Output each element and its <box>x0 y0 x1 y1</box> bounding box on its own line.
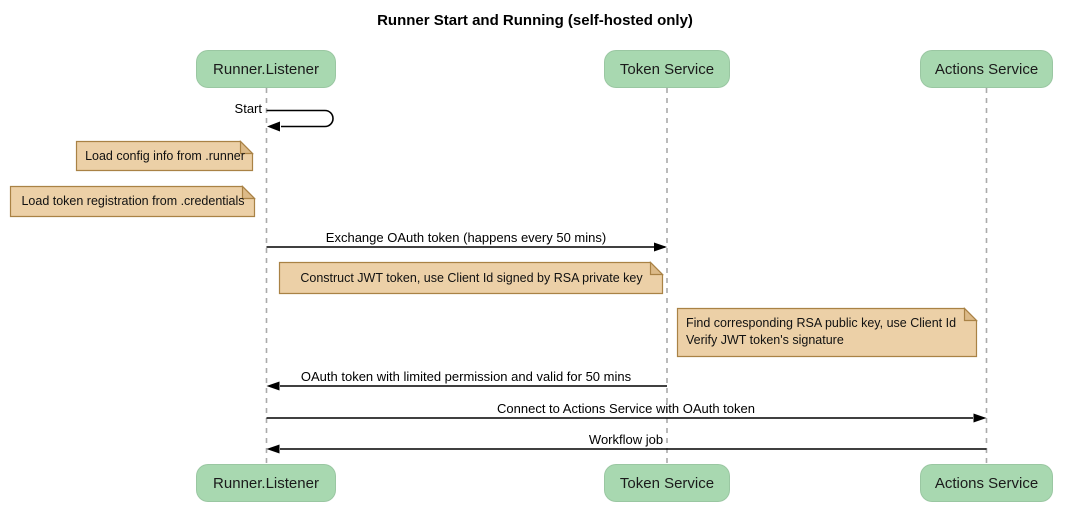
message-label-exchange-oauth: Exchange OAuth token (happens every 50 m… <box>325 230 607 245</box>
participant-top-actions-service: Actions Service <box>920 50 1053 88</box>
note-fold-icon <box>241 185 256 200</box>
message-label-oauth-token-limited: OAuth token with limited permission and … <box>300 369 632 384</box>
diagram-title: Runner Start and Running (self-hosted on… <box>377 12 693 29</box>
note-fold-icon <box>649 261 664 276</box>
note-verify-jwt-line-2: Verify JWT token's signature <box>686 333 844 347</box>
note-load-token-registration: Load token registration from .credential… <box>21 194 245 208</box>
arrowhead-left-icon <box>266 381 280 391</box>
message-label-start: Start <box>234 101 262 116</box>
message-label-connect-actions: Connect to Actions Service with OAuth to… <box>497 401 755 416</box>
arrowhead-left-icon <box>266 444 280 454</box>
message-label-workflow-job: Workflow job <box>588 432 664 447</box>
note-verify-jwt-line-1: Find corresponding RSA public key, use C… <box>686 316 957 330</box>
participant-top-token-service: Token Service <box>604 50 730 88</box>
note-construct-jwt: Construct JWT token, use Client Id signe… <box>300 271 643 285</box>
arrowhead-right-icon <box>654 242 667 252</box>
note-shape-load-token-registration <box>9 185 256 218</box>
arrowhead-left-icon <box>267 121 280 132</box>
note-shape-load-config <box>75 140 254 172</box>
arrowhead-right-icon <box>973 413 987 423</box>
note-verify-jwt: Find corresponding RSA public key, use C… <box>686 315 968 349</box>
participant-bottom-runner-listener: Runner.Listener <box>196 464 336 502</box>
participant-bottom-actions-service: Actions Service <box>920 464 1053 502</box>
note-load-config: Load config info from .runner <box>85 149 245 163</box>
participant-bottom-token-service: Token Service <box>604 464 730 502</box>
note-fold-icon <box>239 140 254 155</box>
note-fold-icon <box>963 307 978 322</box>
note-shape-construct-jwt <box>278 261 664 295</box>
note-shape-verify-jwt <box>676 307 978 358</box>
participant-top-runner-listener: Runner.Listener <box>196 50 336 88</box>
self-arrow-start <box>266 109 334 128</box>
